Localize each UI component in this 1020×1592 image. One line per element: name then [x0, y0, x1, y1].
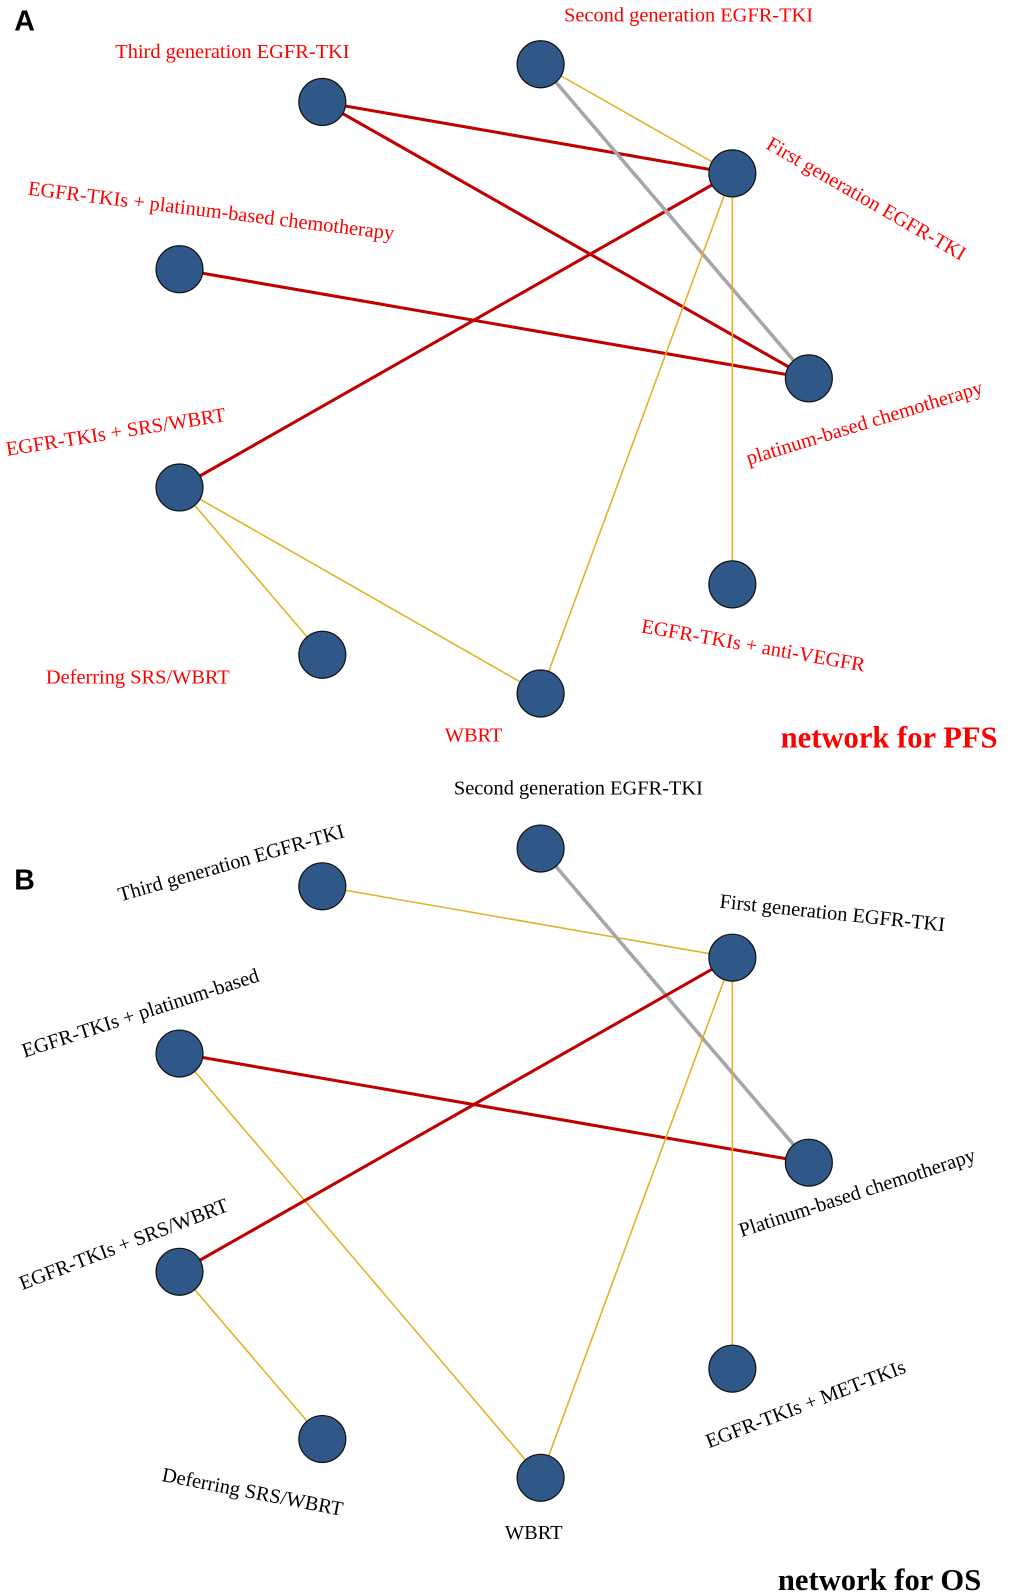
edge-tki_srs-defer: [178, 1271, 323, 1440]
node-tki_srs: [155, 1247, 204, 1296]
edge-tki_srs-defer: [178, 486, 323, 656]
edge-first-wbrt: [539, 173, 734, 694]
node-label-second: Second generation EGFR-TKI: [564, 4, 813, 26]
node-plat: [784, 354, 833, 403]
edge-second-plat: [539, 847, 811, 1164]
network-title: network for OS: [778, 1563, 981, 1592]
edge-tki_plat-plat: [179, 267, 810, 380]
node-label-wbrt: WBRT: [505, 1522, 563, 1544]
node-third: [298, 862, 347, 911]
node-label-extra: EGFR-TKIs + anti-VEGFR: [640, 616, 867, 677]
edge-tki_srs-wbrt: [179, 486, 541, 695]
node-defer: [298, 1414, 347, 1464]
node-label-tki_srs: EGFR-TKIs + SRS/WBRT: [4, 404, 227, 461]
node-label-first: First generation EGFR-TKI: [719, 891, 947, 937]
edge-tki_plat-plat: [179, 1052, 810, 1165]
node-first: [708, 149, 757, 198]
node-tki_plat: [155, 1029, 204, 1078]
node-label-first: First generation EGFR-TKI: [762, 133, 969, 265]
node-extra: [708, 560, 757, 609]
node-label-defer: Deferring SRS/WBRT: [46, 666, 230, 688]
node-defer: [298, 630, 347, 679]
edge-tki_plat-wbrt: [178, 1053, 542, 1479]
node-second: [516, 824, 565, 873]
node-wbrt: [516, 1453, 565, 1502]
edge-tki_srs-first: [178, 956, 734, 1274]
node-label-tki_plat: EGFR-TKIs + platinum-based chemotherapy: [27, 178, 396, 245]
edge-third-plat: [321, 100, 810, 380]
node-tki_plat: [155, 245, 204, 294]
node-label-defer: Deferring SRS/WBRT: [160, 1464, 345, 1521]
node-label-third: Third generation EGFR-TKI: [115, 41, 349, 63]
edge-second-plat: [539, 63, 811, 380]
node-label-second: Second generation EGFR-TKI: [454, 777, 703, 799]
node-label-tki_plat: EGFR-TKIs + platinum-based: [19, 965, 262, 1063]
node-second: [516, 40, 565, 89]
panel-letter: A: [14, 6, 35, 38]
node-first: [708, 933, 757, 982]
node-third: [298, 77, 347, 127]
node-wbrt: [516, 669, 565, 718]
node-plat: [784, 1138, 833, 1187]
edge-third-first: [322, 885, 733, 959]
edge-tki_srs-first: [178, 172, 734, 489]
edge-third-first: [322, 100, 733, 175]
node-extra: [708, 1344, 757, 1393]
panel-letter: B: [14, 864, 35, 896]
node-label-plat: Platinum-based chemotherapy: [736, 1144, 979, 1242]
edge-first-wbrt: [539, 957, 734, 1479]
node-label-plat: platinum-based chemotherapy: [744, 377, 987, 470]
network-title: network for PFS: [781, 721, 998, 755]
node-tki_srs: [155, 463, 204, 512]
edge-second-first: [540, 63, 733, 175]
node-label-wbrt: WBRT: [445, 724, 503, 746]
